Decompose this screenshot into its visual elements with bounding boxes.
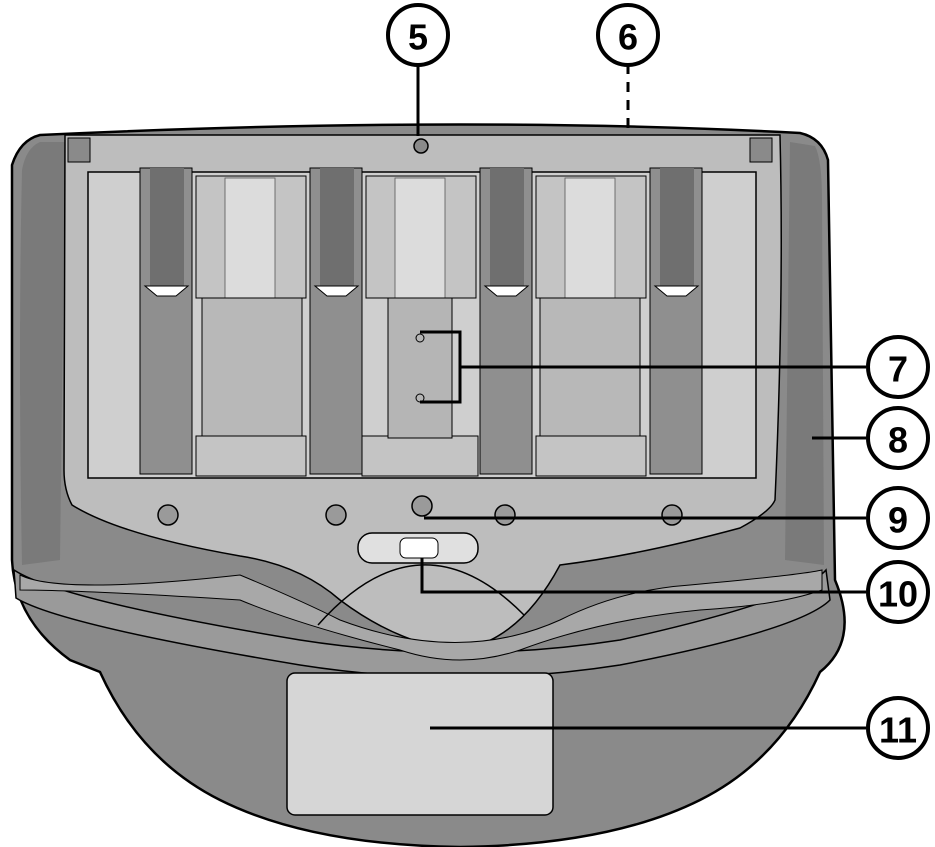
screws [157,495,683,526]
leader-line-10 [420,558,866,594]
callout-label: 7 [888,349,908,390]
side-panel [201,297,303,437]
screw [325,504,347,526]
slot-recess [660,168,694,286]
slot-latch [653,285,700,297]
tray-lower-apron [19,569,823,661]
slot-latch [143,285,190,297]
alignment-hole [415,333,425,343]
lower-contact-block [535,435,647,477]
rib [394,177,446,299]
rib [224,177,276,299]
slot-recess [320,168,354,286]
callout-label: 6 [618,17,638,58]
housing-left-face [20,142,65,565]
top-mounting-hole [413,138,429,154]
callout-9: 9 [866,486,930,550]
connector-pins [399,537,439,559]
housing-front-lip [13,568,831,679]
leader-line-7 [420,330,866,404]
lower-contact-block [195,435,307,477]
callout-label: 5 [408,17,428,58]
callout-label: 9 [888,500,908,541]
tray-corner-tab-left [67,137,91,163]
rib [564,177,616,299]
battery-slots [139,167,703,475]
callout-7: 7 [866,335,930,399]
slot-latch [483,285,530,297]
screw [157,504,179,526]
slot-recess [490,168,524,286]
label-pad [286,672,554,816]
contact-blocks [195,175,647,477]
screw [411,495,433,517]
screw [494,504,516,526]
callout-5: 5 [386,3,450,67]
callout-label: 11 [879,710,917,751]
callout-label: 8 [888,420,908,461]
housing-right-face [785,142,824,565]
callout-label: 10 [878,574,918,615]
screw [661,504,683,526]
callout-8: 8 [866,406,930,470]
tray-corner-tab-right [749,137,773,163]
callout-6: 6 [596,3,660,67]
slot-latch [313,285,360,297]
callout-10: 10 [866,560,930,624]
callout-11: 11 [866,696,930,760]
slot-recess [150,168,184,286]
center-panel [387,297,453,439]
lower-contact-block [361,435,479,477]
